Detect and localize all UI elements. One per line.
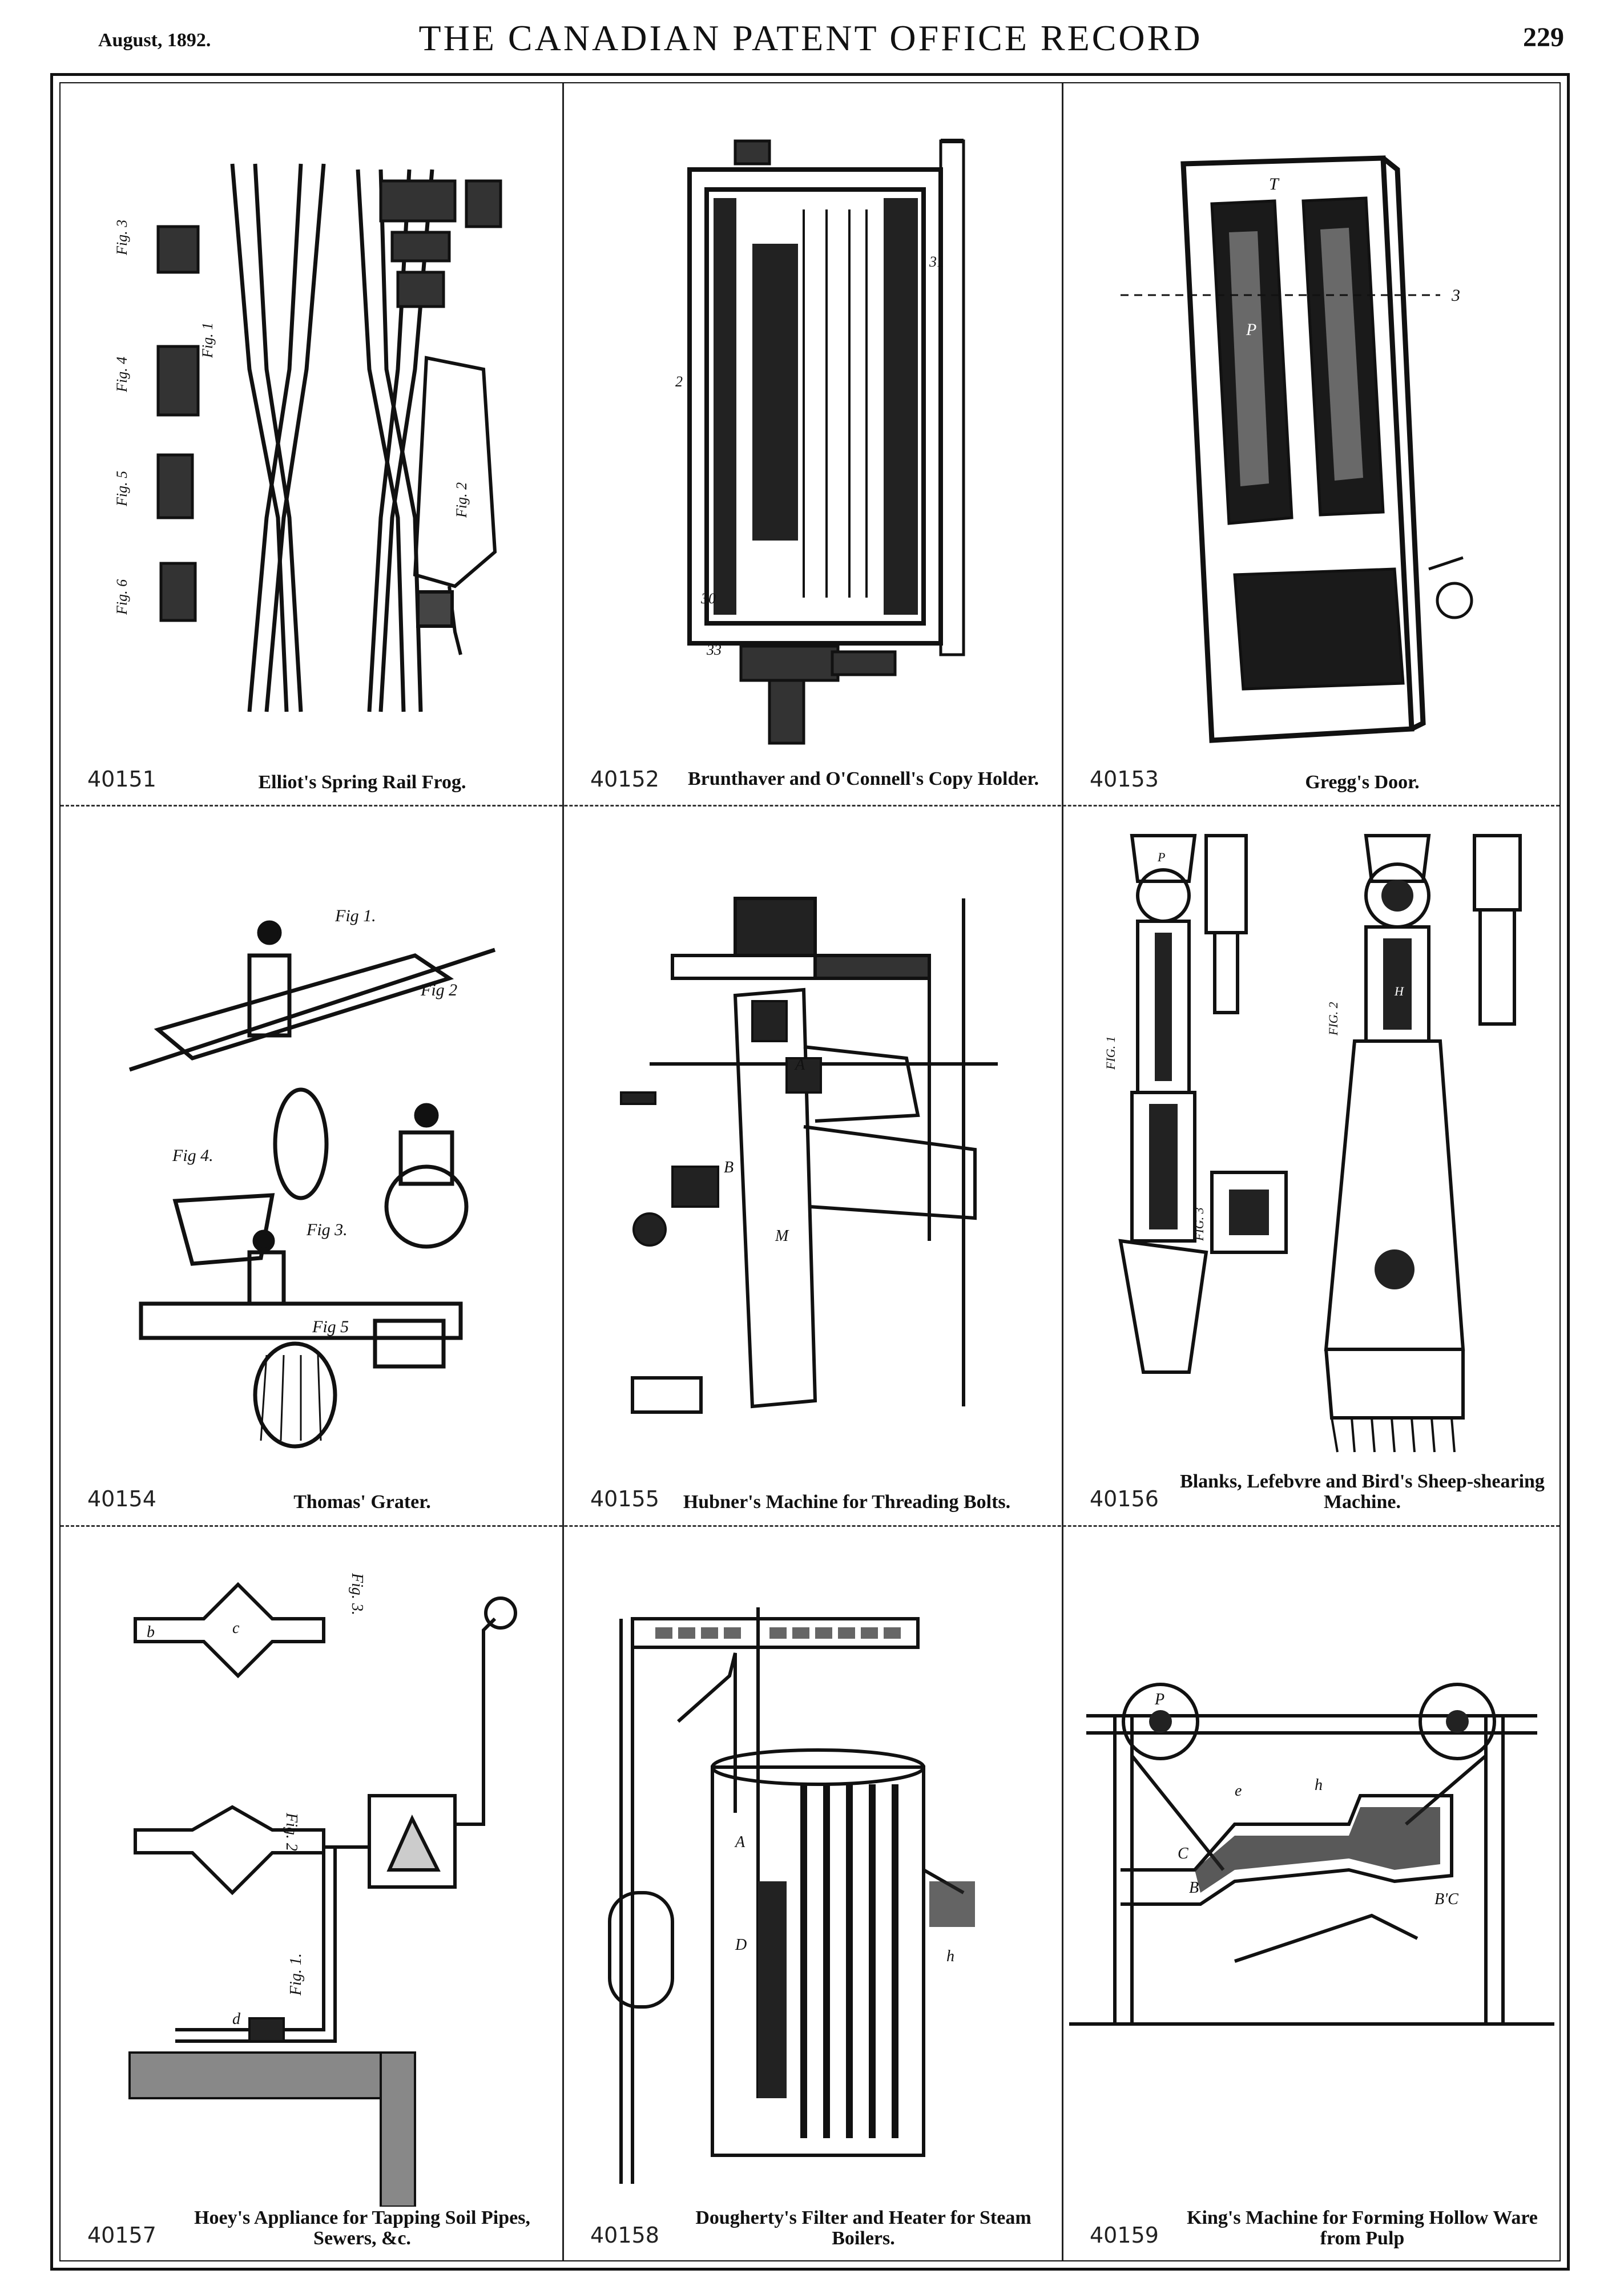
figure-label: Fig 4. [172, 1146, 213, 1165]
bolt-threading-machine-illustration: A B M [620, 897, 998, 1414]
figure-label: Fig 1. [335, 906, 376, 925]
patent-number: 40158 [590, 2223, 659, 2248]
figure-label: D [735, 1936, 747, 1954]
sheep-shearing-machine-illustration: FIG. 1 FIG. 2 FIG. 3 P H [1103, 834, 1522, 1453]
figure-label: C [1178, 1845, 1188, 1862]
figure-label: 2 [675, 373, 683, 390]
grater-illustration: Fig 1. Fig 2 Fig 3. Fig 4. Fig 5 [128, 906, 496, 1449]
copy-holder-illustration: 2 30 31 33 [675, 139, 965, 745]
figure-label: M [1291, 526, 1307, 545]
patent-number: 40159 [1090, 2223, 1159, 2248]
patent-number: 40155 [590, 1486, 659, 1511]
filter-heater-illustration: A D h [608, 1607, 975, 2184]
figure-label: B [724, 1159, 734, 1176]
figure-label: b [147, 1623, 155, 1641]
figure-label: Fig. 1 [199, 322, 216, 358]
soil-pipe-tapping-illustration: Fig. 1. Fig. 2. Fig. 3. b c d [128, 1573, 517, 2207]
figure-label: Fig 3. [306, 1220, 348, 1239]
figure-label: P [1246, 320, 1256, 339]
figure-label: d [232, 2010, 241, 2028]
patent-number: 40154 [87, 1486, 156, 1511]
door-illustration: T P M B 3 [1121, 155, 1473, 743]
publication-title: THE CANADIAN PATENT OFFICE RECORD [418, 18, 1203, 58]
patent-title: Brunthaver and O'Connell's Copy Holder. [688, 768, 1039, 789]
patent-cell-40155: A B M 40155 Hubner's Machine for Threadi… [564, 807, 1061, 1524]
figure-label: B [1189, 1879, 1199, 1897]
figure-label: 3 [1451, 286, 1460, 305]
rail-frog-illustration: Fig. 3 Fig. 4 Fig. 5 Fig. 6 Fig. 1 Fig. … [114, 163, 502, 712]
figure-label: 30 [700, 590, 716, 607]
patent-cell-40153: T P M B 3 40153 Gregg's Door. [1063, 84, 1559, 804]
patent-number: 40156 [1090, 1486, 1159, 1511]
figure-label: Fig. 3. [348, 1573, 366, 1615]
patent-title: Thomas' Grater. [293, 1491, 431, 1513]
patent-cell-40151: Fig. 3 Fig. 4 Fig. 5 Fig. 6 Fig. 1 Fig. … [61, 84, 562, 804]
patent-cell-40158: A D h 40158 Dougherty's Filter and Heate… [564, 1527, 1061, 2260]
pulp-hollow-ware-machine-illustration: P e h C B B'C [1069, 1683, 1554, 2026]
patent-title: Gregg's Door. [1305, 772, 1420, 793]
figure-label: 33 [706, 642, 722, 658]
figure-label: B'C [1434, 1890, 1458, 1908]
figure-label: h [946, 1948, 954, 1965]
figure-label: Fig 2 [420, 981, 457, 999]
patent-cell-40159: P e h C B B'C 40159 King's Machine for F… [1063, 1527, 1559, 2260]
figure-label: Fig. 4 [114, 357, 130, 393]
figure-label: e [1235, 1782, 1242, 1800]
patent-number: 40157 [87, 2223, 156, 2248]
outer-border [50, 73, 1570, 2271]
figure-label: M [775, 1227, 789, 1245]
figure-label: Fig. 6 [114, 579, 130, 615]
patent-title: Blanks, Lefebvre and Bird's Sheep-sheari… [1180, 1471, 1545, 1513]
issue-date: August, 1892. [98, 30, 211, 51]
figure-label: B [1292, 703, 1302, 721]
figure-label: FIG. 2 [1326, 1002, 1340, 1036]
figure-label: Fig. 2 [453, 482, 470, 518]
patent-title: Dougherty's Filter and Heater for Steam … [695, 2207, 1031, 2249]
figure-label: h [1315, 1776, 1323, 1794]
patent-number: 40151 [87, 767, 156, 792]
patent-number: 40153 [1090, 767, 1159, 792]
figure-label: A [794, 1056, 805, 1074]
figure-label: FIG. 3 [1192, 1207, 1206, 1241]
figure-label: T [1269, 175, 1280, 193]
figure-label: FIG. 1 [1103, 1036, 1118, 1070]
figure-label: 31 [929, 253, 944, 270]
patent-title: Hoey's Appliance for Tapping Soil Pipes,… [194, 2207, 530, 2249]
figure-label: Fig. 5 [114, 471, 130, 507]
figure-label: Fig. 3 [114, 220, 130, 256]
column-divider [1062, 83, 1063, 2260]
patent-number: 40152 [590, 767, 659, 792]
row-divider [61, 1525, 1559, 1527]
figure-label: A [734, 1833, 745, 1851]
page-number: 229 [1523, 22, 1564, 53]
patent-title: Hubner's Machine for Threading Bolts. [683, 1491, 1011, 1513]
figure-label: H [1394, 984, 1404, 998]
figure-label: Fig 5 [312, 1317, 349, 1336]
patent-cell-40157: Fig. 1. Fig. 2. Fig. 3. b c d 40157 Hoey… [61, 1527, 562, 2260]
patent-cell-40154: Fig 1. Fig 2 Fig 3. Fig 4. Fig 5 40154 T… [61, 807, 562, 1524]
patent-cell-40156: FIG. 1 FIG. 2 FIG. 3 P H 40156 Blanks, L… [1063, 807, 1559, 1524]
figure-label: Fig. 2. [283, 1812, 300, 1855]
patent-title: King's Machine for Forming Hollow Ware f… [1187, 2207, 1538, 2249]
figure-label: Fig. 1. [287, 1953, 305, 1996]
inner-border [59, 82, 1561, 2261]
figure-label: c [232, 1619, 240, 1637]
figure-label: P [1154, 1691, 1164, 1708]
figure-label: P [1157, 850, 1165, 864]
patent-title: Elliot's Spring Rail Frog. [258, 772, 466, 793]
patent-cell-40152: 2 30 31 33 40152 Brunthaver and O'Connel… [564, 84, 1061, 804]
column-divider [562, 83, 564, 2260]
row-divider [61, 805, 1559, 807]
